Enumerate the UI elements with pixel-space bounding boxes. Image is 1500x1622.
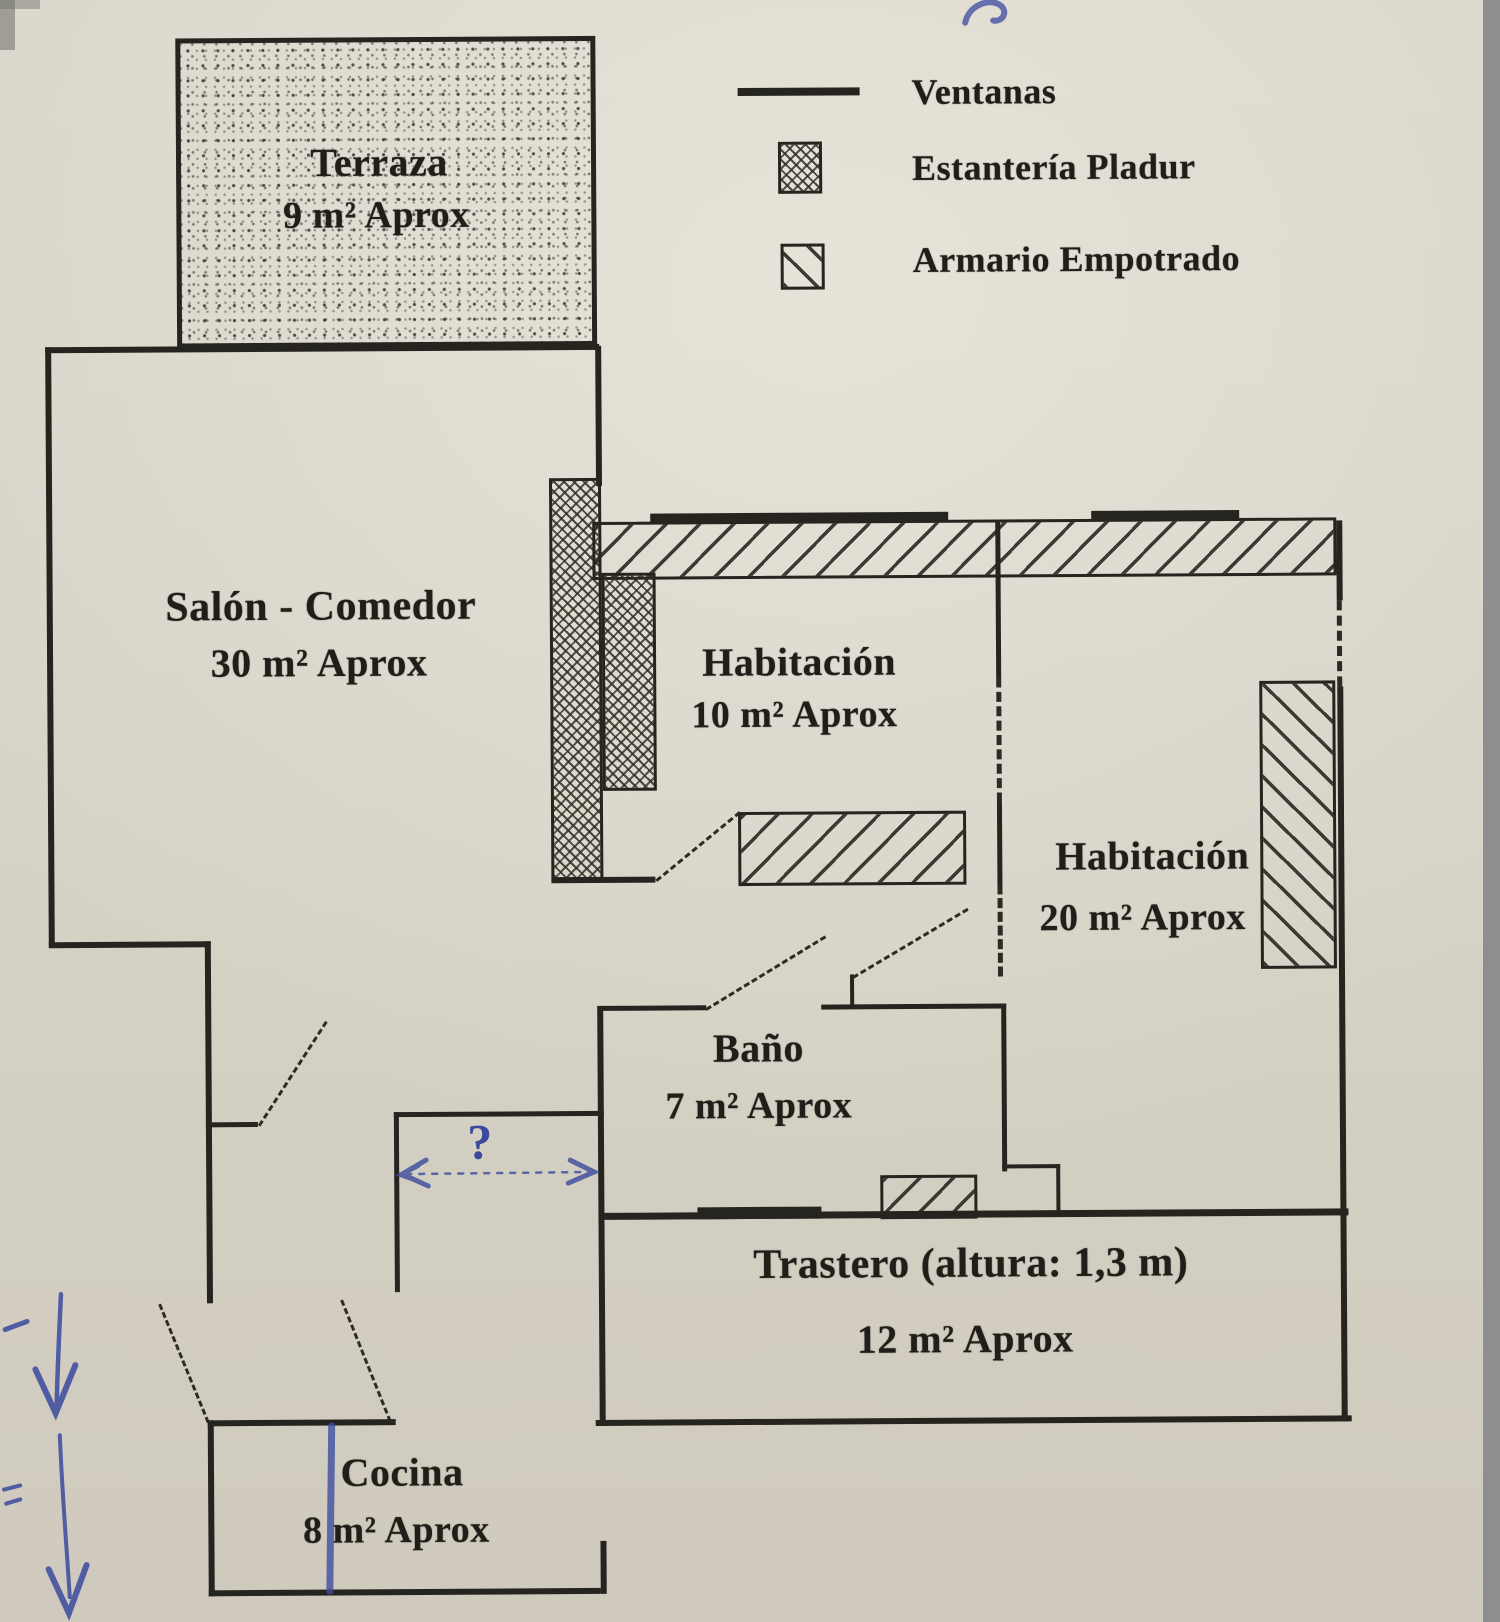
room-label: Terraza — [310, 139, 448, 186]
wall — [551, 876, 656, 884]
room-area-label: 12 m² Aprox — [856, 1315, 1074, 1362]
armario-empotrado-block — [1259, 680, 1337, 969]
wall — [595, 1415, 1352, 1426]
wall — [207, 1419, 396, 1427]
blue-pen-stroke — [326, 1422, 336, 1595]
room-area-label: 10 m² Aprox — [691, 693, 898, 737]
wall — [205, 1122, 258, 1128]
wall — [1001, 1003, 1008, 1172]
terraza-room — [175, 35, 598, 349]
room-label: Baño — [712, 1025, 805, 1071]
wall-dashed — [997, 884, 1004, 977]
wall — [45, 347, 55, 948]
wall — [995, 577, 1002, 678]
wall-dashed — [1336, 600, 1343, 687]
room-label: Trastero (altura: 1,3 m) — [753, 1239, 1189, 1288]
blue-pen-arrows — [2, 1291, 90, 1622]
door-swing — [655, 811, 741, 882]
wall — [1056, 1164, 1061, 1215]
blue-double-arrow — [395, 1157, 601, 1189]
room-area-label: 7 m² Aprox — [665, 1084, 853, 1128]
wall — [393, 1110, 604, 1118]
room-area-label: 30 m² Aprox — [210, 639, 428, 686]
wall — [821, 1003, 1007, 1010]
legend-crosshatch-symbol — [777, 141, 823, 194]
legend-label: Estantería Pladur — [911, 146, 1196, 188]
wall — [393, 1112, 400, 1293]
wall — [204, 941, 212, 1130]
blue-pen-squiggle — [962, 0, 1008, 26]
room-label: Cocina — [340, 1449, 464, 1496]
wall — [1337, 686, 1348, 1422]
legend-label: Armario Empotrado — [912, 237, 1241, 280]
door-swing — [705, 935, 827, 1011]
wall-dashed — [996, 677, 1002, 803]
wall — [595, 345, 603, 486]
wall — [849, 974, 855, 1009]
armario-empotrado-band — [592, 517, 1337, 580]
armario-empotrado-block — [738, 810, 967, 887]
room-area-label: 9 m² Aprox — [282, 193, 470, 237]
photo-corner-shadow — [0, 0, 40, 9]
wall — [995, 519, 1001, 578]
legend-label: Ventanas — [911, 71, 1057, 112]
legend-diagonal-hatch-symbol — [780, 243, 825, 290]
wall — [48, 941, 211, 949]
photo-corner-shadow — [0, 0, 15, 50]
legend-window-symbol — [737, 87, 860, 97]
room-label: Salón - Comedor — [165, 582, 477, 631]
wall — [600, 1540, 607, 1594]
room-label: Habitación — [702, 638, 897, 685]
wall — [208, 1587, 601, 1597]
window-line — [697, 1206, 822, 1220]
wall — [1002, 1164, 1061, 1169]
window-line — [1091, 510, 1240, 521]
door-swing — [257, 1020, 328, 1127]
wall — [601, 1005, 707, 1011]
wall — [996, 802, 1003, 885]
wall — [45, 343, 600, 354]
estanteria-pladur-block — [601, 572, 657, 791]
wall — [1336, 520, 1343, 601]
room-label: Habitación — [1055, 832, 1250, 879]
room-area-label: 20 m² Aprox — [1039, 895, 1246, 940]
door-swing — [852, 907, 969, 979]
photo-edge-band — [1483, 0, 1500, 1622]
door-swing — [340, 1299, 392, 1423]
window-line — [650, 511, 949, 524]
